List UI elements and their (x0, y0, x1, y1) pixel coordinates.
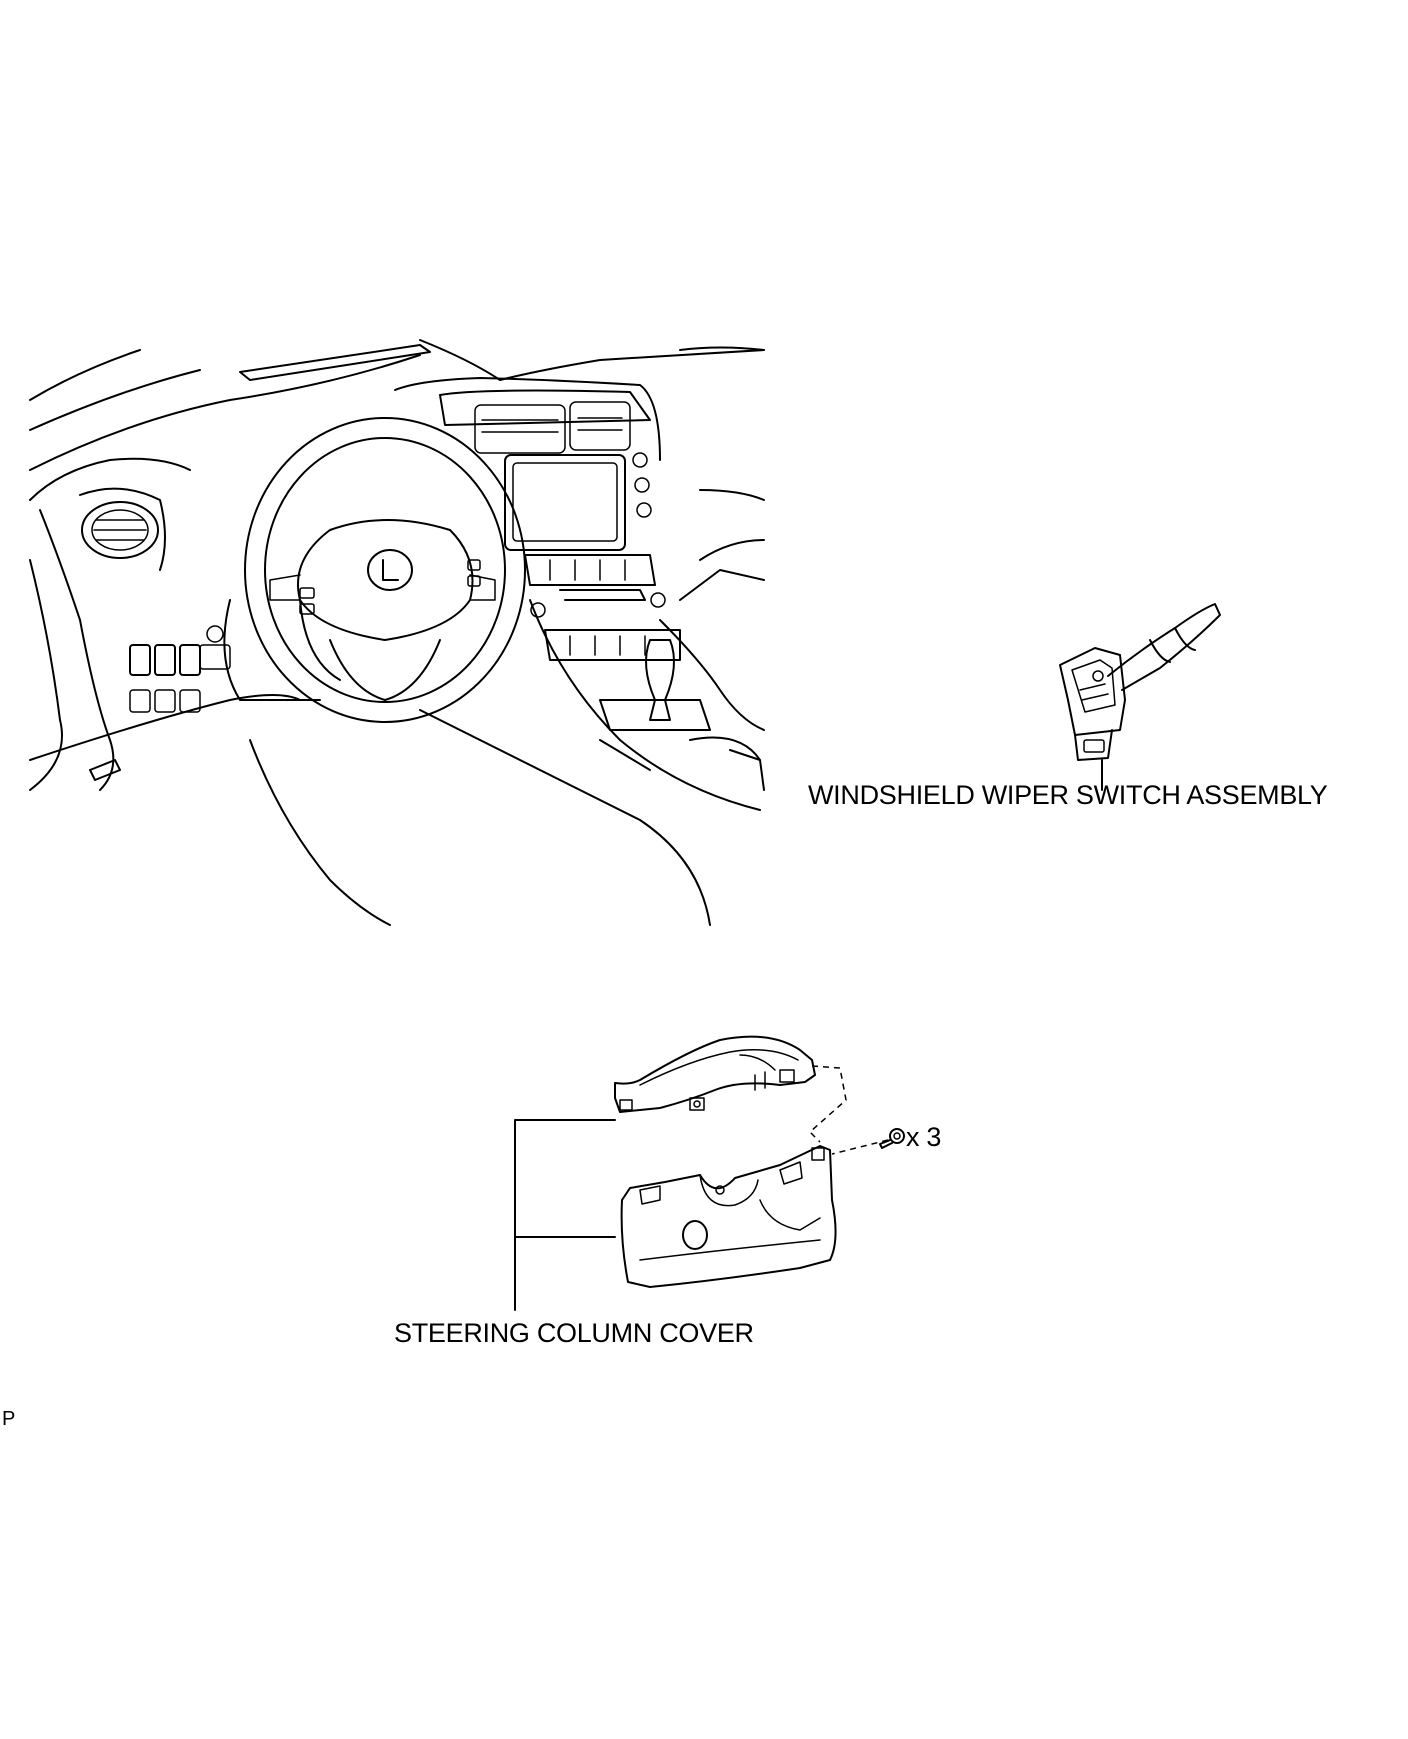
figure-reference-code: P (2, 1408, 16, 1430)
label-steering-column-cover: STEERING COLUMN COVER (394, 1318, 754, 1348)
column-cover-illustration (514, 1035, 905, 1311)
dashboard-illustration (29, 339, 765, 926)
label-screw-quantity: x 3 (906, 1122, 942, 1152)
label-windshield-wiper-switch: WINDSHIELD WIPER SWITCH ASSEMBLY (808, 780, 1328, 810)
screw-icon (879, 1128, 905, 1149)
wiper-switch-illustration (1059, 603, 1221, 791)
